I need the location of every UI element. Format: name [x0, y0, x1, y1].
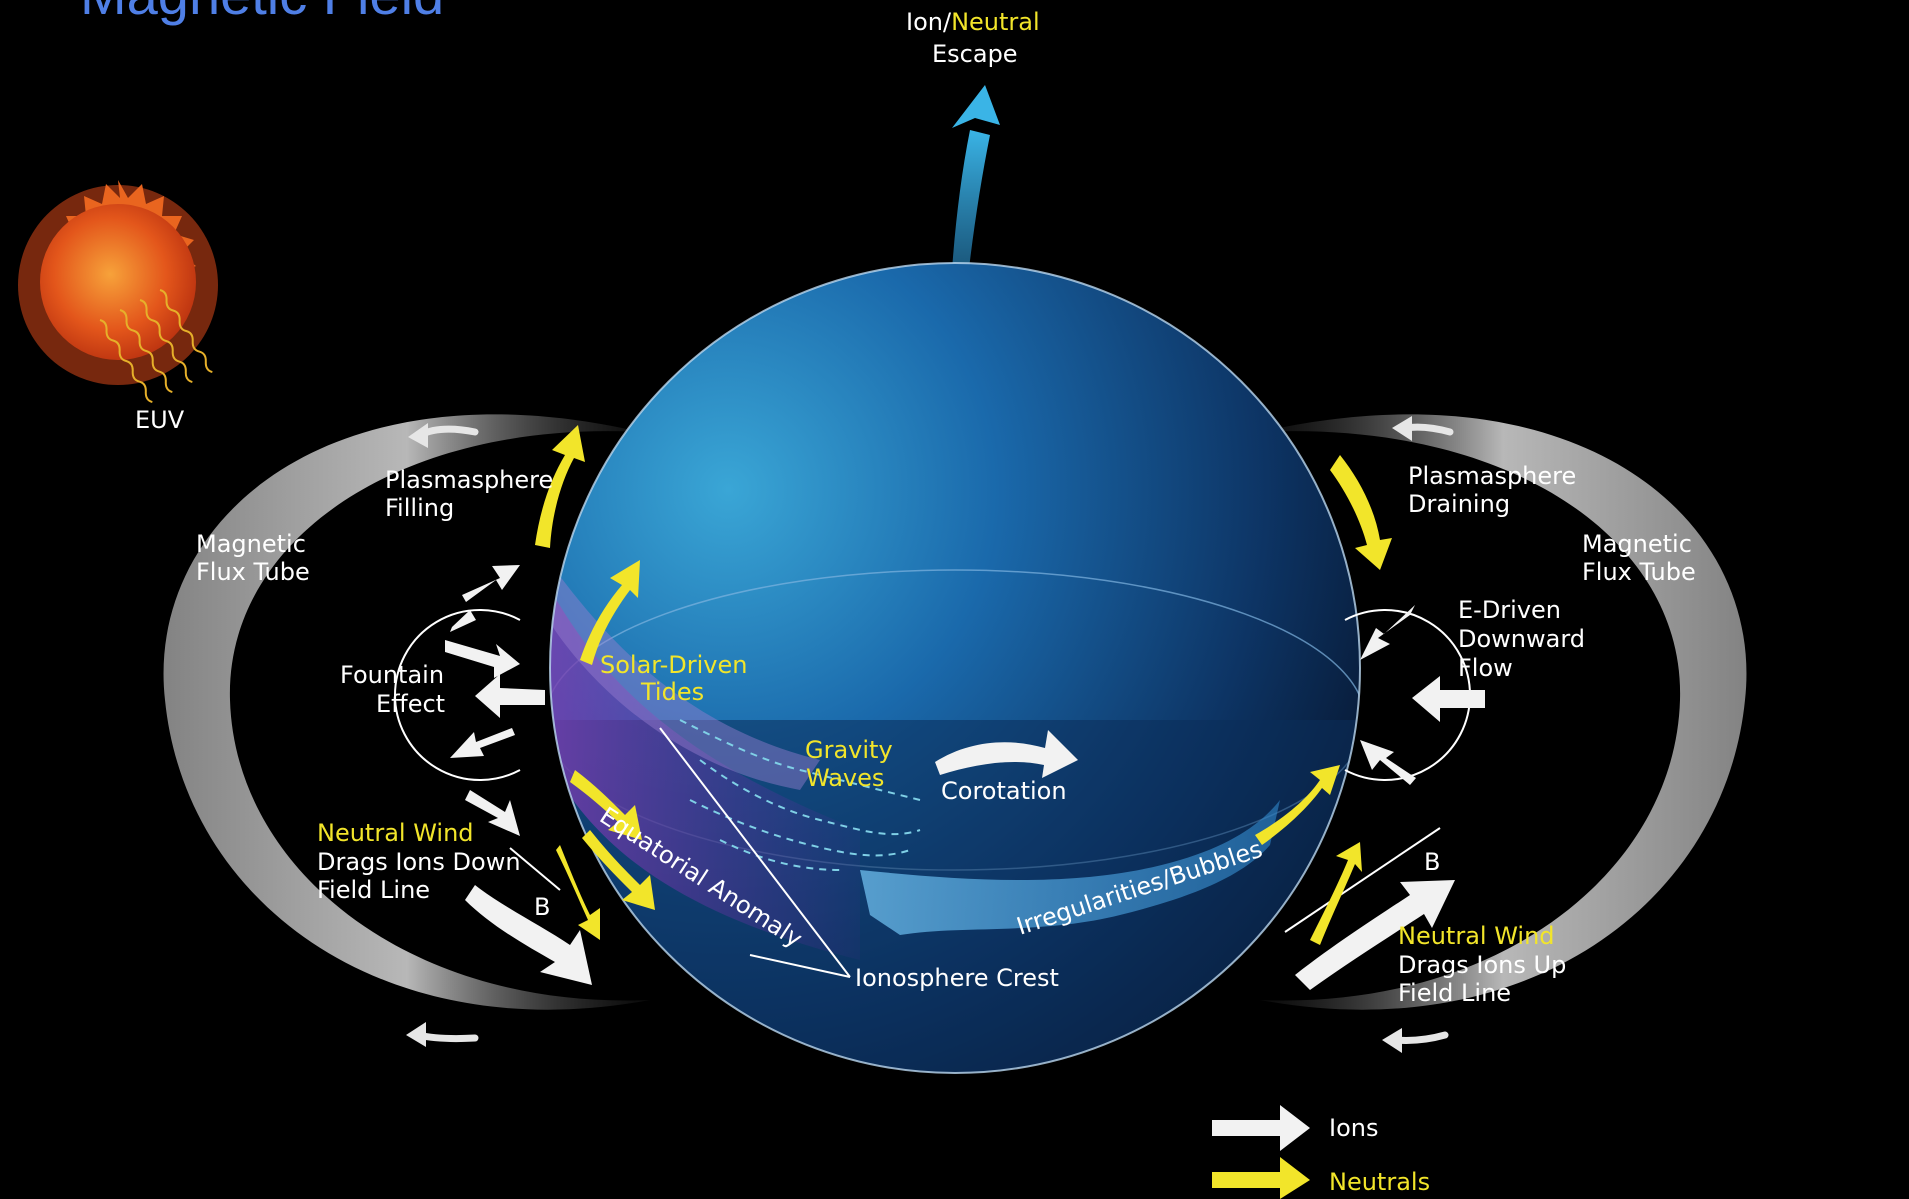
neutral-wind-down-label-3: Field Line: [317, 876, 430, 904]
b-vector-left: B: [534, 893, 550, 921]
escape-label-line1: Ion/Neutral: [906, 8, 1040, 36]
plasmasphere-draining-label-2: Draining: [1408, 490, 1510, 518]
neutral-arrow-icon: [1212, 1157, 1310, 1199]
plasmasphere-filling-label-1: Plasmasphere: [385, 466, 553, 494]
neutral-arrows: [535, 425, 1392, 945]
legend-item-neutrals: Neutrals: [1212, 1157, 1430, 1199]
plasmasphere-filling-label-2: Filling: [385, 494, 454, 522]
fountain-loop: [394, 609, 521, 781]
legend: Ions Neutrals: [1212, 1105, 1430, 1199]
solar-tides-label-2: Tides: [640, 678, 704, 706]
b-field-lines: [509, 827, 1441, 933]
neutral-wind-up-label-1: Neutral Wind: [1398, 922, 1555, 950]
flux-tube-right-label-2: Flux Tube: [1582, 558, 1696, 586]
escape-arrowhead: [952, 85, 1000, 128]
euv-label: EUV: [135, 406, 185, 434]
flux-tube-left: [163, 414, 650, 1010]
solar-tides-label-1: Solar-Driven: [600, 651, 747, 679]
gravity-waves-label-1: Gravity: [805, 736, 893, 764]
corotation-label: Corotation: [941, 777, 1067, 805]
flux-tube-left-label-1: Magnetic: [196, 530, 306, 558]
legend-item-ions: Ions: [1212, 1105, 1378, 1151]
flux-tube-right: [1260, 414, 1747, 1010]
ion-arrow-icon: [1212, 1105, 1310, 1151]
e-driven-label-3: Flow: [1458, 654, 1513, 682]
legend-label-ions: Ions: [1329, 1114, 1378, 1142]
legend-label-neutrals: Neutrals: [1329, 1168, 1430, 1196]
ionosphere-crest-pointers: [659, 727, 851, 978]
fountain-effect-label-2: Effect: [376, 690, 445, 718]
neutral-wind-up-label-3: Field Line: [1398, 979, 1511, 1007]
escape-label-line2: Escape: [932, 40, 1018, 68]
flux-tube-right-label-1: Magnetic: [1582, 530, 1692, 558]
neutral-wind-up-label-2: Drags Ions Up: [1398, 951, 1566, 979]
plasmasphere-draining-label-1: Plasmasphere: [1408, 462, 1576, 490]
page-title: Magnetic Field: [80, 0, 444, 26]
gravity-waves-label-2: Waves: [806, 764, 884, 792]
sun-icon: [18, 180, 218, 385]
neutral-wind-down-label-1: Neutral Wind: [317, 819, 474, 847]
fountain-effect-label-1: Fountain: [340, 661, 444, 689]
e-driven-label-1: E-Driven: [1458, 596, 1561, 624]
neutral-wind-down-label-2: Drags Ions Down: [317, 848, 521, 876]
b-vector-right: B: [1424, 848, 1440, 876]
flux-tube-arrowheads: [406, 416, 1412, 1053]
ionosphere-crest-label: Ionosphere Crest: [855, 964, 1059, 992]
ion-arrows: [445, 565, 1485, 990]
euv-rays: [99, 289, 213, 404]
flux-tube-left-label-2: Flux Tube: [196, 558, 310, 586]
e-driven-label-2: Downward: [1458, 625, 1585, 653]
